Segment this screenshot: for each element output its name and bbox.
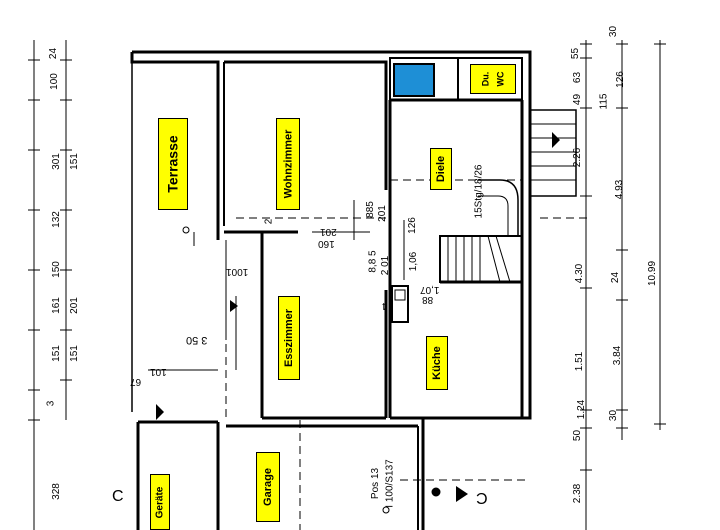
dim-l-24: 24 [48, 47, 60, 60]
interior-dim-lines [148, 200, 405, 371]
dim-r-124: 1.24 [576, 399, 588, 420]
dim-r-55: 55 [570, 47, 582, 60]
room-label-wohnzimmer: Wohnzimmer [276, 118, 300, 210]
dim-r-151: 1.51 [574, 351, 586, 372]
dim-i-885: 885 [364, 201, 376, 218]
room-label-terrasse: Terrasse [158, 118, 188, 210]
entry-step-lines [530, 123, 576, 181]
entry-steps [529, 109, 577, 197]
bathtub [393, 63, 435, 97]
room-label-garage: Garage [256, 452, 280, 522]
dim-i-201b: 201 [376, 205, 388, 222]
dim-r-1099: 10.99 [647, 260, 659, 287]
dim-i-43: 4 [382, 300, 388, 311]
bath-room [389, 57, 523, 101]
dim-l-161: 161 [50, 297, 62, 314]
dim-l-100: 100 [48, 73, 60, 90]
dim-r-115: 115 [598, 93, 610, 110]
dim-r-126: 126 [614, 71, 626, 88]
room-label-du-wc: Du. WC [470, 64, 516, 94]
dim-r-226: 2.26 [572, 147, 584, 168]
marker-c-left: C [112, 488, 124, 505]
dim-i-160: 160 [318, 238, 335, 249]
dim-l-328: 328 [50, 483, 62, 500]
arrow-marker-3 [552, 132, 560, 148]
dim-l-132: 132 [50, 211, 62, 228]
dim-r-430: 4.30 [574, 263, 586, 284]
garage-top [138, 420, 418, 428]
dim-r-30: 30 [608, 25, 620, 38]
stair-curve2 [478, 195, 509, 236]
arrow-marker-4 [230, 300, 238, 312]
marker-circle [182, 226, 190, 234]
dim-i-350: 3 50 [186, 334, 208, 346]
marker-circle-2 [431, 487, 441, 497]
dim-i-126: 126 [406, 217, 418, 234]
marker-circle-3 [382, 506, 390, 514]
marker-c-right: C [476, 489, 488, 506]
room-label-geraete: Geräte [150, 474, 170, 530]
dim-i-885b: 8,8 5 [367, 250, 379, 273]
stairs-label: 15Stg/18/26 [473, 164, 485, 219]
dim-i-101: 101 [150, 366, 167, 377]
dim-ticks-right [580, 43, 666, 471]
dim-i-201c: 2 01 [380, 255, 392, 276]
dim-r-24: 24 [610, 271, 622, 284]
dim-i-1001: 1001 [226, 266, 249, 277]
chimney [391, 285, 409, 323]
dim-l-201: 201 [68, 297, 80, 314]
chimney-inner [394, 289, 406, 301]
dim-ticks-left [28, 59, 72, 421]
room-label-esszimmer: Esszimmer [278, 296, 300, 380]
outer-wall-left [130, 52, 220, 240]
dim-l-151a: 151 [68, 153, 80, 170]
dim-r-493: 4.93 [614, 179, 626, 200]
dim-l-150: 150 [50, 261, 62, 278]
dim-r-49: 49 [572, 93, 584, 106]
wall-wohnzimmer-bottom [224, 230, 264, 418]
wall-wohnzimmer [224, 60, 388, 190]
stair-steps [447, 235, 511, 283]
dim-i-2: 2 [263, 218, 275, 225]
dim-l-151b: 151 [50, 345, 62, 362]
room-label-diele: Diele [430, 148, 452, 190]
dim-r-50: 50 [572, 429, 584, 442]
dim-r-2385: 2.38 [572, 483, 584, 504]
dim-l-3: 3 [45, 400, 57, 407]
pos-label-1: Pos 13 [370, 467, 382, 500]
dim-i-67: 67 [130, 376, 142, 387]
arrow-marker-1 [156, 404, 164, 420]
dim-r-63: 63 [572, 71, 584, 84]
dim-i-201: 201 [320, 226, 337, 237]
pos-label-2: I 100/S137 [384, 459, 396, 508]
arrow-marker-2 [456, 486, 468, 502]
dim-r-30b: 30 [608, 409, 620, 422]
dim-i-106: 1,06 [408, 251, 420, 272]
dim-l-151c: 151 [68, 345, 80, 362]
dim-i-88: 88 [422, 294, 434, 305]
dim-l-301: 301 [50, 153, 62, 170]
room-label-kueche: Küche [426, 336, 448, 390]
outer-wall [132, 50, 532, 530]
dim-r-385: 3.84 [612, 345, 624, 366]
stair-outline [439, 235, 523, 283]
